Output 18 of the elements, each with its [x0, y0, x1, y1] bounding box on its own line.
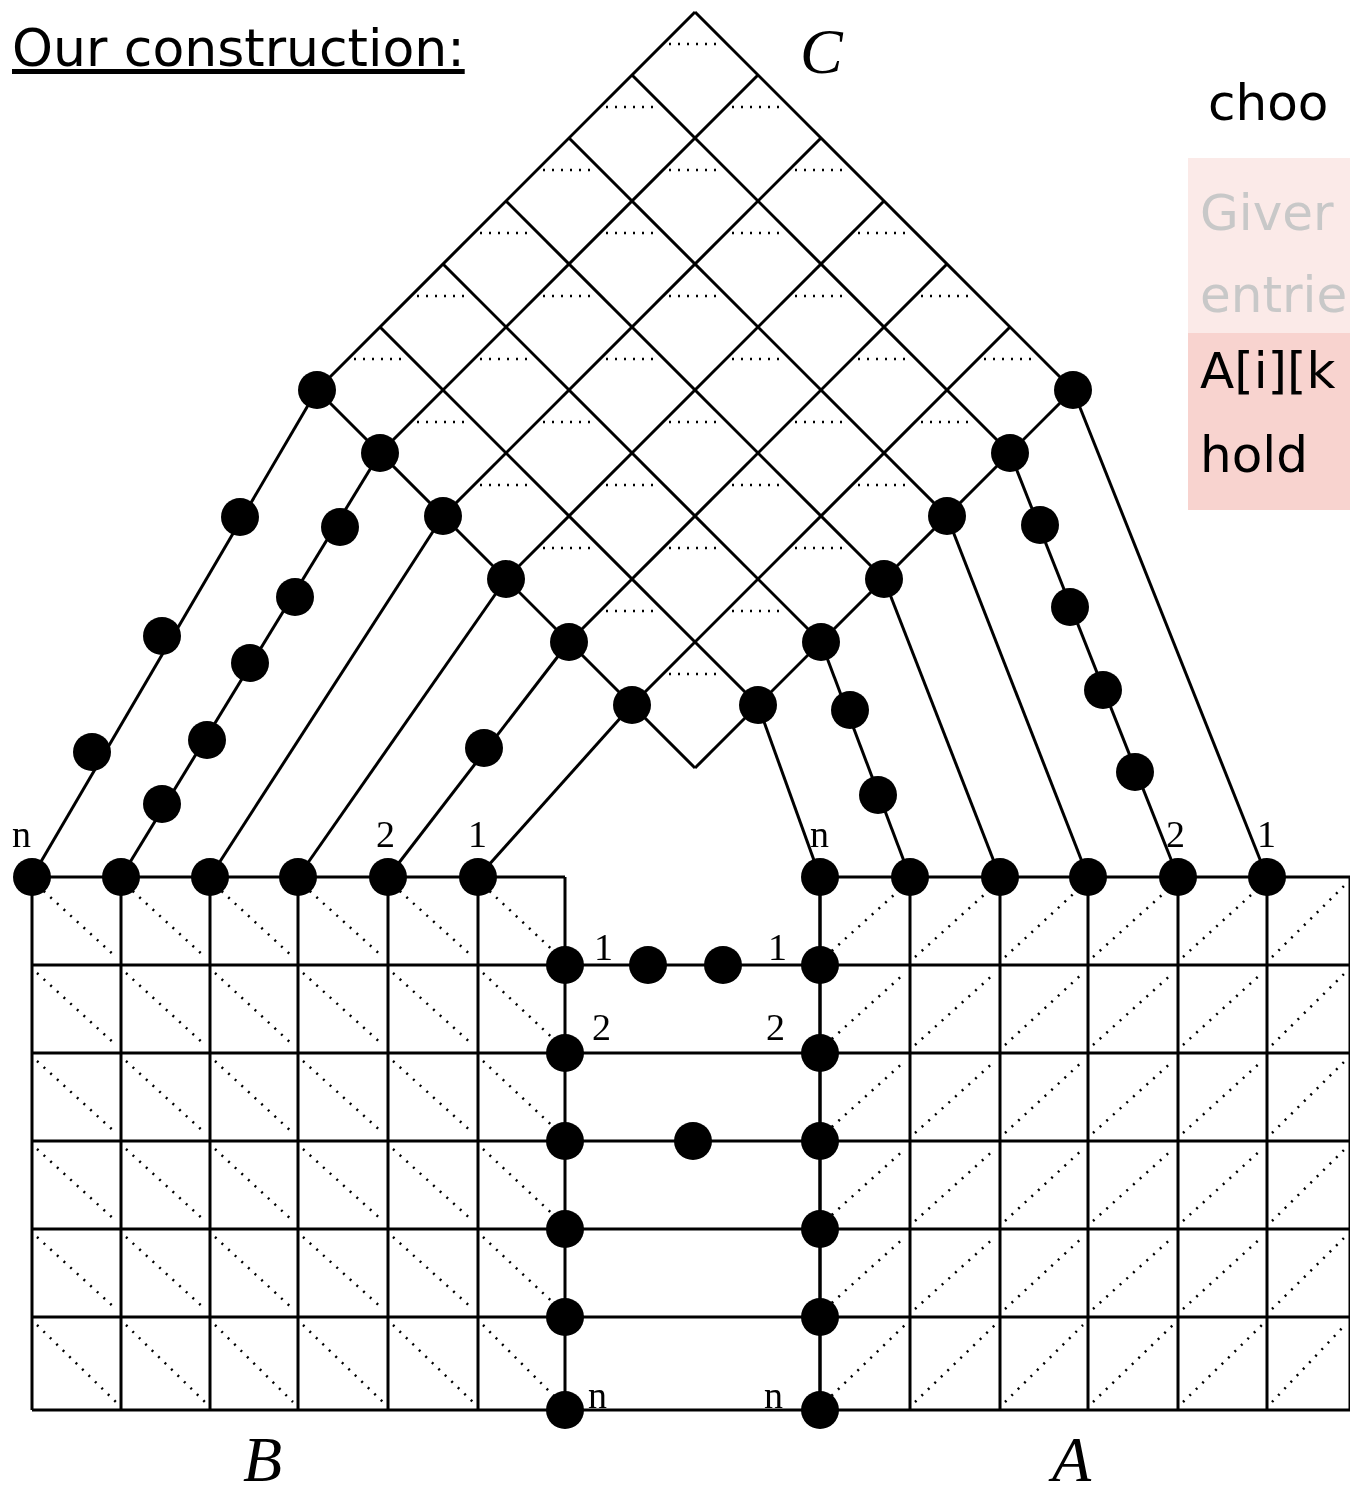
index-label: 1 — [768, 928, 787, 966]
index-label: 2 — [766, 1008, 785, 1046]
note-text: A[i][k — [1200, 346, 1336, 396]
note-text: hold — [1200, 430, 1308, 480]
index-label: n — [12, 815, 31, 853]
index-label: n — [588, 1376, 607, 1414]
index-label: n — [810, 815, 829, 853]
matrix-label: B — [243, 1428, 283, 1492]
index-label: 1 — [594, 928, 613, 966]
slide-title: Our construction: — [12, 22, 465, 74]
index-label: 2 — [592, 1008, 611, 1046]
index-label: n — [764, 1376, 783, 1414]
index-label: 2 — [376, 815, 395, 853]
index-label: 1 — [468, 815, 487, 853]
heading-text: choo — [1208, 78, 1329, 128]
index-label: 1 — [1257, 815, 1276, 853]
matrix-label: C — [800, 20, 843, 84]
index-label: 2 — [1166, 815, 1185, 853]
